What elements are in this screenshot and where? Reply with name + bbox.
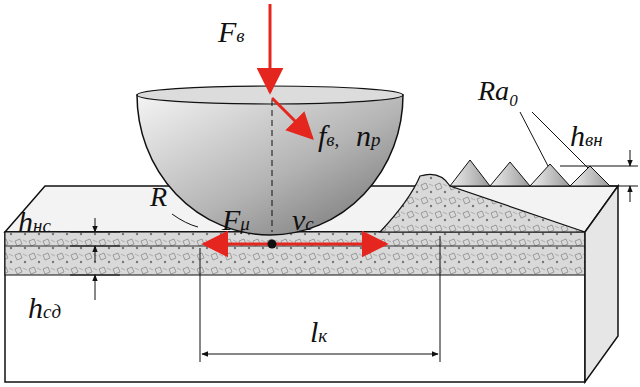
rotation-label: nр <box>356 118 381 154</box>
ball <box>137 86 403 235</box>
height-label: hвн <box>570 118 603 154</box>
force-arrow <box>269 4 272 92</box>
friction-arrow <box>204 243 386 246</box>
feed-label: fв, <box>318 118 339 154</box>
force-label: Fв <box>218 14 245 50</box>
contact-point <box>268 240 277 249</box>
roughness-label: Ra₀ <box>478 74 519 108</box>
depth-label: hсд <box>28 290 61 326</box>
axis-line <box>272 100 273 232</box>
dimension-lines <box>70 112 638 362</box>
thread-roughness <box>450 160 610 186</box>
material-wave <box>380 174 585 232</box>
velocity-label: vс <box>292 202 314 238</box>
depth-label: hнс <box>18 204 51 240</box>
friction-label: Fμ <box>222 202 250 238</box>
feed-arrow <box>272 98 312 138</box>
length-label: lк <box>310 314 327 350</box>
radius-label: R <box>150 180 167 214</box>
